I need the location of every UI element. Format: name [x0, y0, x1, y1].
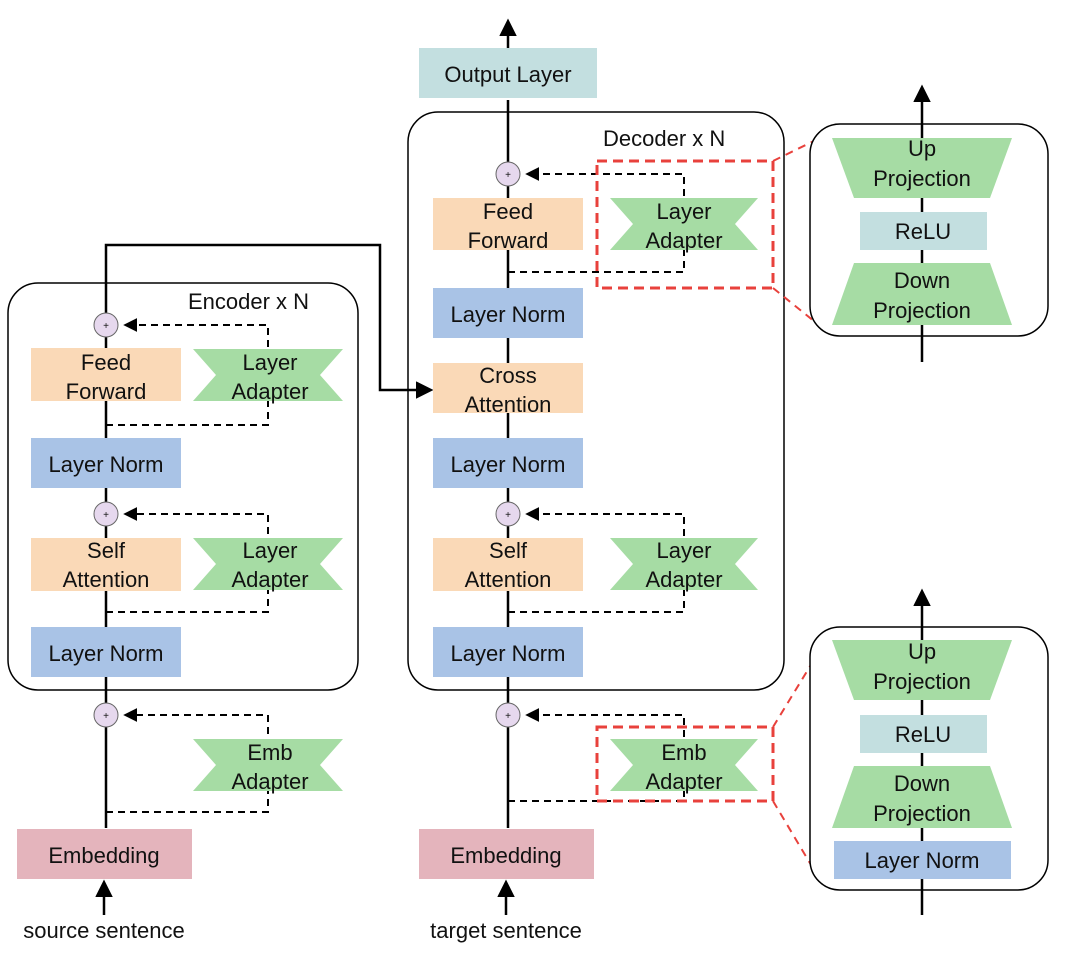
encoder-embedding-label: Embedding	[48, 843, 159, 868]
decoder-emb-adapter: Emb Adapter	[610, 739, 758, 794]
encoder-container	[7, 282, 359, 691]
emb-adapter-up-projection-line-1: Up	[908, 639, 936, 664]
encoder-emb-adapter-line-1: Emb	[247, 740, 292, 765]
decoder-emb-adapter-line-1: Emb	[661, 740, 706, 765]
decoder-title: Decoder x N	[603, 126, 725, 151]
encoder-self-attention: Self Attention	[31, 538, 181, 592]
decoder-layer-norm-1-label: Layer Norm	[451, 302, 566, 327]
decoder-embedding: Embedding	[419, 829, 594, 879]
encoder: Encoder x N Feed Forward Layer Adapter L…	[7, 243, 434, 943]
emb-adapter-relu: ReLU	[860, 715, 987, 753]
decoder: Decoder x N Output Layer Feed Forward La…	[407, 18, 785, 943]
layer-adapter-down-projection: Down Projection	[832, 263, 1012, 325]
encoder-feed-forward: Feed Forward	[31, 348, 181, 404]
decoder-self-attention-line-2: Attention	[465, 567, 552, 592]
decoder-layer-adapter-2: Layer Adapter	[610, 538, 758, 592]
encoder-layer-norm-2-label: Layer Norm	[49, 641, 164, 666]
emb-adapter-up-projection: Up Projection	[832, 639, 1012, 700]
encoder-layer-adapter-2: Layer Adapter	[193, 538, 343, 592]
source-sentence-label: source sentence	[23, 918, 184, 943]
decoder-self-attention: Self Attention	[433, 538, 583, 592]
layer-adapter-relu: ReLU	[860, 212, 987, 250]
emb-adapter-down-projection: Down Projection	[832, 766, 1012, 828]
decoder-emb-adapter-line-2: Adapter	[645, 769, 722, 794]
svg-text:+: +	[103, 711, 109, 722]
layer-adapter-down-projection-line-1: Down	[894, 268, 950, 293]
encoder-layer-adapter-2-line-2: Adapter	[231, 567, 308, 592]
emb-adapter-down-projection-line-1: Down	[894, 771, 950, 796]
encoder-title: Encoder x N	[188, 289, 309, 314]
layer-adapter-up-projection-line-1: Up	[908, 136, 936, 161]
encoder-embedding: Embedding	[17, 829, 192, 879]
decoder-cross-attention-line-2: Attention	[465, 392, 552, 417]
encoder-layer-adapter-1-line-1: Layer	[242, 350, 297, 375]
decoder-layer-adapter-2-line-2: Adapter	[645, 567, 722, 592]
decoder-layer-norm-3-label: Layer Norm	[451, 641, 566, 666]
svg-text:+: +	[103, 510, 109, 521]
svg-text:+: +	[505, 510, 511, 521]
encoder-self-attention-line-2: Attention	[63, 567, 150, 592]
encoder-plus-node-3: +	[93, 702, 119, 728]
decoder-layer-norm-3: Layer Norm	[433, 627, 583, 677]
encoder-layer-norm-1-label: Layer Norm	[49, 452, 164, 477]
decoder-embedding-label: Embedding	[450, 843, 561, 868]
encoder-layer-adapter-1: Layer Adapter	[193, 349, 343, 404]
decoder-layer-norm-2: Layer Norm	[433, 438, 583, 488]
decoder-plus-node-3: +	[495, 702, 521, 728]
encoder-emb-adapter-line-2: Adapter	[231, 769, 308, 794]
svg-text:+: +	[505, 711, 511, 722]
svg-text:+: +	[103, 321, 109, 332]
emb-adapter-up-projection-line-2: Projection	[873, 669, 971, 694]
decoder-layer-norm-1: Layer Norm	[433, 288, 583, 338]
decoder-feed-forward-line-2: Forward	[468, 228, 549, 253]
layer-adapter-up-projection-line-2: Projection	[873, 166, 971, 191]
layer-adapter-up-projection: Up Projection	[832, 136, 1012, 198]
encoder-layer-norm-1: Layer Norm	[31, 438, 181, 488]
svg-text:+: +	[505, 170, 511, 181]
encoder-plus-node-2: +	[93, 501, 119, 527]
decoder-plus-node-2: +	[495, 501, 521, 527]
decoder-container	[407, 111, 785, 691]
encoder-layer-norm-2: Layer Norm	[31, 627, 181, 677]
encoder-feed-forward-line-2: Forward	[66, 379, 147, 404]
decoder-output-layer: Output Layer	[419, 48, 597, 98]
decoder-feed-forward: Feed Forward	[433, 198, 583, 253]
emb-adapter-layer-norm: Layer Norm	[834, 841, 1011, 879]
decoder-output-layer-label: Output Layer	[444, 62, 571, 87]
encoder-feed-forward-line-1: Feed	[81, 350, 131, 375]
decoder-layer-adapter-1-line-2: Adapter	[645, 228, 722, 253]
emb-adapter-detail: Up Projection ReLU Down Projection Layer…	[809, 588, 1049, 915]
decoder-layer-norm-2-label: Layer Norm	[451, 452, 566, 477]
decoder-self-attention-line-1: Self	[489, 538, 528, 563]
decoder-plus-node-1: +	[495, 161, 521, 187]
encoder-layer-adapter-1-line-2: Adapter	[231, 379, 308, 404]
encoder-to-cross-attention-arrow	[104, 243, 434, 399]
encoder-layer-adapter-2-line-1: Layer	[242, 538, 297, 563]
decoder-layer-adapter-1: Layer Adapter	[610, 198, 758, 253]
emb-adapter-relu-label: ReLU	[895, 722, 951, 747]
encoder-self-attention-line-1: Self	[87, 538, 126, 563]
layer-adapter-relu-label: ReLU	[895, 219, 951, 244]
layer-adapter-detail: Up Projection ReLU Down Projection	[809, 84, 1049, 362]
decoder-layer-adapter-2-line-1: Layer	[656, 538, 711, 563]
decoder-cross-attention: Cross Attention	[433, 363, 583, 417]
decoder-feed-forward-line-1: Feed	[483, 199, 533, 224]
encoder-emb-adapter: Emb Adapter	[193, 739, 343, 794]
emb-adapter-down-projection-line-2: Projection	[873, 801, 971, 826]
target-sentence-label: target sentence	[430, 918, 582, 943]
decoder-cross-attention-line-1: Cross	[479, 363, 536, 388]
encoder-plus-node-1: +	[93, 312, 119, 338]
decoder-layer-adapter-1-line-1: Layer	[656, 199, 711, 224]
emb-adapter-layer-norm-label: Layer Norm	[865, 848, 980, 873]
layer-adapter-down-projection-line-2: Projection	[873, 298, 971, 323]
